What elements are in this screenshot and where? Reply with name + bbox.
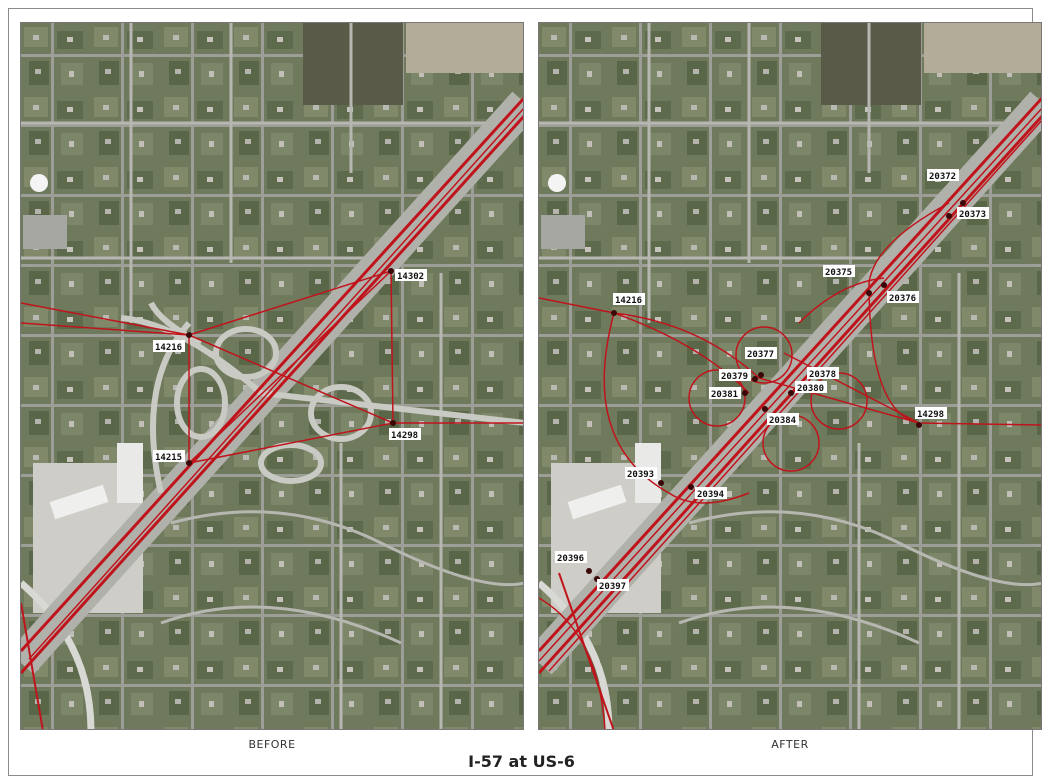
node-14298-after[interactable] <box>916 422 922 428</box>
svg-text:20384: 20384 <box>769 416 797 426</box>
label-20373: 20373 <box>957 207 989 220</box>
node-20375[interactable] <box>866 290 872 296</box>
svg-text:20377: 20377 <box>747 350 774 360</box>
caption-before: BEFORE <box>248 738 296 751</box>
node-14216[interactable] <box>186 332 192 338</box>
node-14216-after[interactable] <box>611 310 617 316</box>
map-before: 14302 14216 14298 14215 <box>21 23 523 729</box>
node-20384[interactable] <box>762 406 768 412</box>
svg-text:14216: 14216 <box>155 343 182 353</box>
network-lines-before <box>21 96 523 729</box>
label-20381: 20381 <box>709 387 741 400</box>
svg-text:14298: 14298 <box>917 410 944 420</box>
node-20380[interactable] <box>788 390 794 396</box>
svg-text:14216: 14216 <box>615 296 642 306</box>
label-14298: 14298 <box>389 428 421 441</box>
label-20377: 20377 <box>745 347 777 360</box>
svg-text:20373: 20373 <box>959 210 986 220</box>
map-panel-after: 20372 20373 20375 20376 14216 20377 2037… <box>538 22 1042 730</box>
label-20397: 20397 <box>597 579 629 592</box>
svg-text:14302: 14302 <box>397 272 424 282</box>
label-20378: 20378 <box>807 367 839 380</box>
svg-text:20372: 20372 <box>929 172 956 182</box>
map-panel-before: 14302 14216 14298 14215 <box>20 22 524 730</box>
svg-text:20396: 20396 <box>557 554 584 564</box>
node-20396[interactable] <box>586 568 592 574</box>
label-20379: 20379 <box>719 369 751 382</box>
svg-text:20393: 20393 <box>627 470 654 480</box>
node-14215[interactable] <box>186 460 192 466</box>
label-20372: 20372 <box>927 169 959 182</box>
svg-text:20381: 20381 <box>711 390 738 400</box>
node-20381[interactable] <box>742 390 748 396</box>
label-20380: 20380 <box>795 381 827 394</box>
label-14216: 14216 <box>153 340 185 353</box>
svg-text:20380: 20380 <box>797 384 824 394</box>
svg-text:14215: 14215 <box>155 453 182 463</box>
svg-text:14298: 14298 <box>391 431 418 441</box>
node-20372[interactable] <box>960 200 966 206</box>
label-14216-after: 14216 <box>613 293 645 306</box>
label-20393: 20393 <box>625 467 657 480</box>
svg-text:20375: 20375 <box>825 268 852 278</box>
label-20394: 20394 <box>695 487 727 500</box>
label-14215: 14215 <box>153 450 185 463</box>
label-20384: 20384 <box>767 413 799 426</box>
svg-text:20397: 20397 <box>599 582 626 592</box>
node-20379[interactable] <box>752 376 758 382</box>
node-20393[interactable] <box>658 480 664 486</box>
node-20373[interactable] <box>946 213 952 219</box>
label-20375: 20375 <box>823 265 855 278</box>
node-20377[interactable] <box>758 372 764 378</box>
map-after: 20372 20373 20375 20376 14216 20377 2037… <box>539 23 1041 729</box>
svg-text:20378: 20378 <box>809 370 836 380</box>
label-20376: 20376 <box>887 291 919 304</box>
svg-text:20379: 20379 <box>721 372 748 382</box>
node-20394[interactable] <box>688 484 694 490</box>
svg-text:20376: 20376 <box>889 294 916 304</box>
caption-after: AFTER <box>771 738 809 751</box>
node-14298[interactable] <box>390 420 396 426</box>
label-14298-after: 14298 <box>915 407 947 420</box>
node-20376[interactable] <box>881 282 887 288</box>
node-14302[interactable] <box>388 268 394 274</box>
label-20396: 20396 <box>555 551 587 564</box>
label-14302: 14302 <box>395 269 427 282</box>
svg-text:20394: 20394 <box>697 490 725 500</box>
figure-title: I-57 at US-6 <box>468 752 575 771</box>
